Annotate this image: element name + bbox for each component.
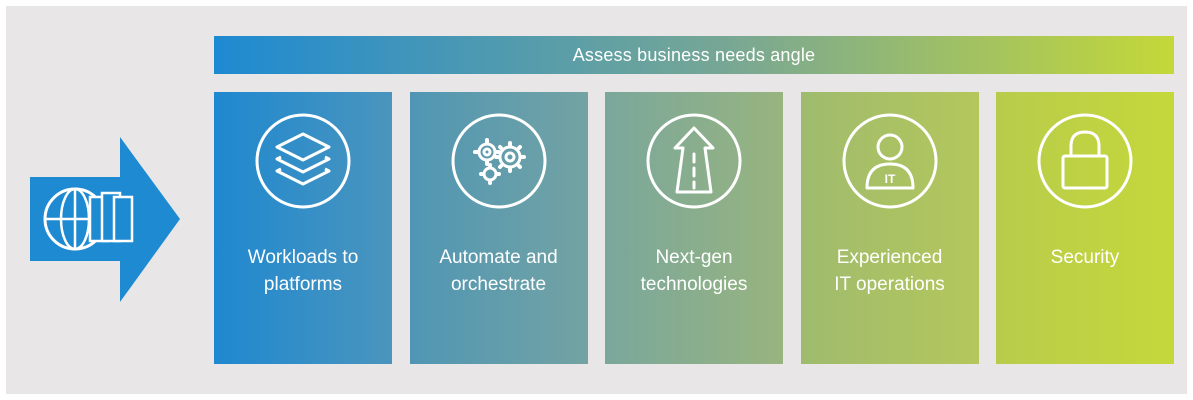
tile-label-line: platforms bbox=[263, 274, 343, 295]
it-person-icon: IT bbox=[842, 113, 937, 209]
tile-label-line: Next-gen bbox=[655, 247, 733, 268]
tile-workloads: Workloads to platforms bbox=[214, 92, 392, 364]
tile-security: Security bbox=[996, 92, 1174, 364]
tile-label-line: Security bbox=[1050, 247, 1120, 268]
gears-icon bbox=[451, 113, 546, 209]
tile-automate: Automate and orchestrate bbox=[409, 92, 588, 364]
tile-nextgen: Next-gen technologies bbox=[605, 92, 783, 364]
padlock-icon bbox=[1037, 113, 1133, 209]
tile-label-line: Automate and bbox=[439, 247, 558, 268]
tile-label-line: Workloads to bbox=[247, 247, 359, 268]
tile-label-line: Experienced bbox=[836, 247, 943, 268]
tile-itops: IT Experienced IT operations bbox=[800, 92, 979, 364]
tile-label-line: IT operations bbox=[834, 274, 945, 295]
band-label: Assess business needs angle bbox=[572, 44, 816, 65]
assess-band: Assess business needs angle bbox=[214, 36, 1174, 74]
cloud-migration-arrow-icon bbox=[30, 137, 180, 302]
tile-label-line: orchestrate bbox=[450, 274, 547, 295]
it-badge-text: IT bbox=[884, 172, 895, 186]
layers-icon bbox=[255, 113, 351, 209]
tile-label-line: technologies bbox=[640, 274, 748, 295]
tile-row: Workloads to platforms bbox=[214, 92, 1174, 364]
road-arrow-icon bbox=[646, 113, 742, 209]
